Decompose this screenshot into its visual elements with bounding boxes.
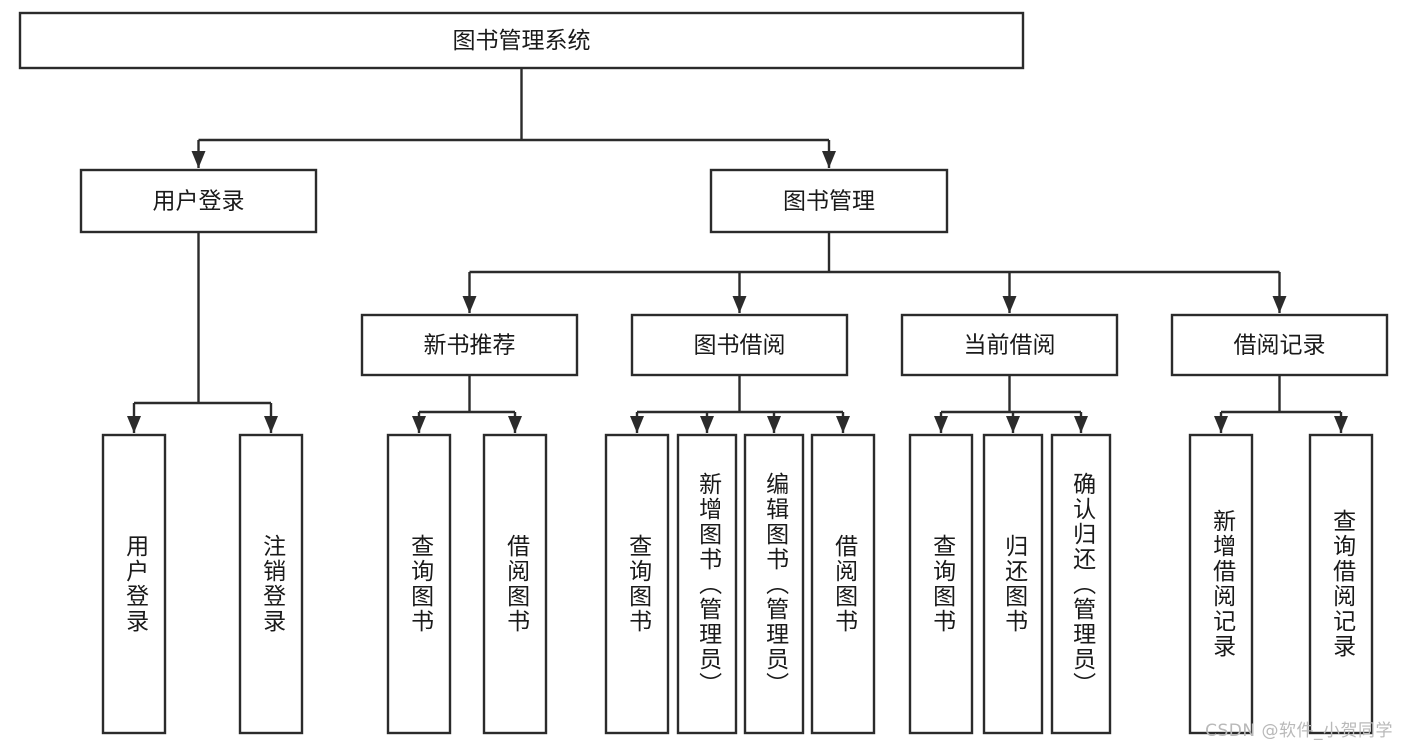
node-level2-label-3: 借阅记录 [1234,333,1326,359]
arrow-head [934,416,948,433]
arrow-head [1272,296,1287,313]
arrow-head [732,296,747,313]
arrow-head [508,416,522,433]
node-leaf-查询图书-8[interactable] [908,433,974,735]
node-leaf-用户登录-0[interactable] [101,433,167,735]
node-level2-图书借阅[interactable] [630,313,849,377]
boxes-layer [18,11,1389,735]
node-level2-label-0: 新书推荐 [424,333,516,359]
node-leaf-借阅图书-7[interactable] [810,433,876,735]
arrow-head [264,416,278,433]
arrow-head [700,416,714,433]
node-level1-label-0: 用户登录 [153,189,245,215]
arrow-head [1214,416,1228,433]
arrow-head [127,416,141,433]
arrow-head [767,416,781,433]
node-level2-label-2: 当前借阅 [964,333,1056,359]
arrow-head [822,151,836,168]
arrow-head [1002,296,1017,313]
arrow-head [1334,416,1348,433]
node-leaf-新增图书管理员-5[interactable] [676,433,738,735]
arrow-head [191,151,206,168]
node-leaf-查询图书-4[interactable] [604,433,670,735]
node-root-label-0: 图书管理系统 [453,28,591,54]
node-leaf-归还图书-9[interactable] [982,433,1044,735]
arrow-head [412,416,426,433]
node-leaf-注销登录-1[interactable] [238,433,304,735]
node-leaf-确认归还管理员-10[interactable] [1050,433,1112,735]
node-leaf-编辑图书管理员-6[interactable] [743,433,805,735]
node-level2-label-1: 图书借阅 [694,333,786,359]
arrow-head [630,416,644,433]
node-level1-label-1: 图书管理 [783,189,875,215]
node-leaf-借阅图书-3[interactable] [482,433,548,735]
node-level2-当前借阅[interactable] [900,313,1119,377]
connectors-layer [127,68,1348,433]
arrow-head [1006,416,1020,433]
node-level1-用户登录[interactable] [79,168,318,234]
node-level1-图书管理[interactable] [709,168,949,234]
node-leaf-查询图书-2[interactable] [386,433,452,735]
node-root[interactable] [18,11,1025,70]
node-level2-新书推荐[interactable] [360,313,579,377]
node-leaf-查询借阅记录-12[interactable] [1308,433,1374,735]
node-leaf-新增借阅记录-11[interactable] [1188,433,1254,735]
arrow-head [836,416,850,433]
arrow-head [1074,416,1088,433]
node-level2-借阅记录[interactable] [1170,313,1389,377]
arrow-head [462,296,477,313]
